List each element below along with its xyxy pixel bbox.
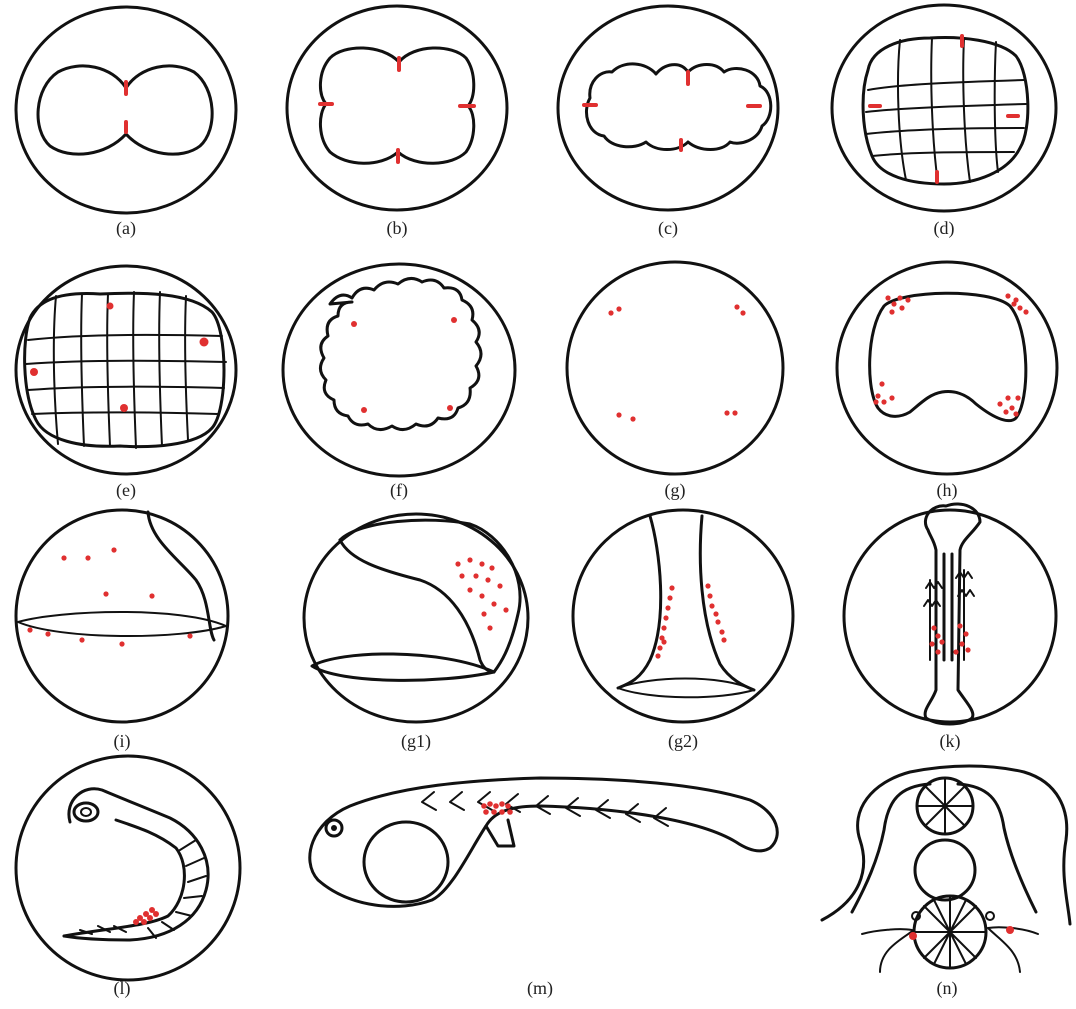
panel-label-m: (m) — [527, 978, 553, 999]
panel-a-two-cell — [16, 7, 236, 213]
panel-g2-dorsal — [573, 510, 793, 722]
panel-n-cross-section — [822, 766, 1070, 972]
panel-label-k: (k) — [940, 731, 961, 752]
panel-label-e: (e) — [116, 480, 136, 501]
panel-label-g: (g) — [665, 480, 686, 501]
panel-h-gastrula — [837, 262, 1057, 474]
panel-label-i: (i) — [114, 731, 131, 752]
panel-label-b: (b) — [387, 218, 408, 239]
panel-d-multicell — [832, 5, 1056, 211]
panel-i-epiboly — [16, 510, 228, 722]
panel-label-h: (h) — [937, 480, 958, 501]
panel-c-eight-cell — [558, 6, 778, 210]
panel-b-four-cell — [287, 6, 507, 210]
panel-label-a: (a) — [116, 218, 136, 239]
panel-label-l: (l) — [114, 978, 131, 999]
panel-label-g1: (g1) — [401, 731, 431, 752]
panel-f-blastula — [283, 264, 515, 476]
panel-k-segmentation — [844, 504, 1056, 724]
panel-l-curled-embryo — [16, 756, 240, 980]
panel-g-sphere — [567, 262, 783, 474]
panel-m-larva — [310, 778, 777, 906]
panel-label-c: (c) — [658, 218, 678, 239]
panel-label-n: (n) — [937, 978, 958, 999]
panel-label-f: (f) — [390, 480, 408, 501]
panel-label-d: (d) — [934, 218, 955, 239]
panel-g1-shield — [304, 514, 528, 722]
panel-label-g2: (g2) — [668, 731, 698, 752]
panel-e-morula — [16, 266, 236, 474]
